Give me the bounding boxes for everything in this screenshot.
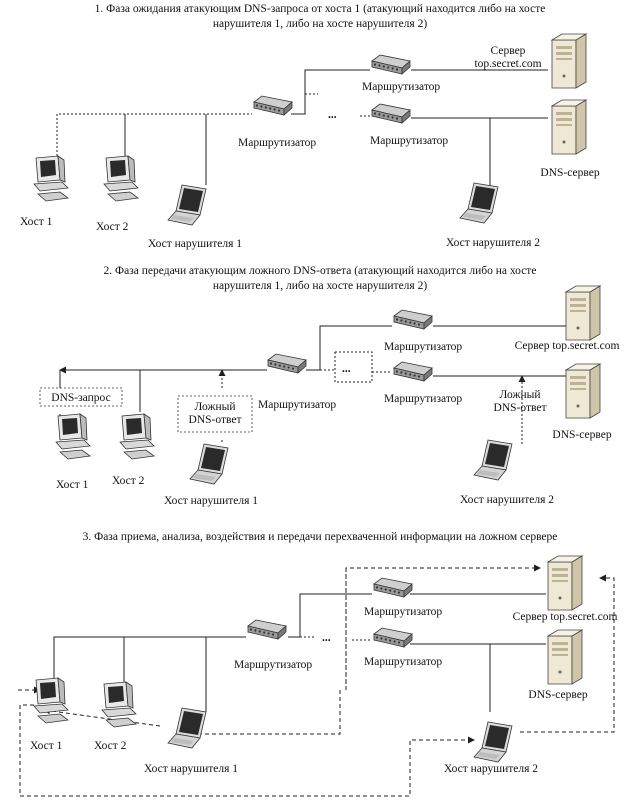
router-label: Маршрутизатор [384,341,462,353]
desktop-pc-icon [103,155,140,202]
router-label: Маршрутизатор [238,137,316,149]
router-icon [393,361,433,382]
router-icon [373,577,413,598]
host-label: Хост нарушителя 1 [144,763,238,775]
router-icon [371,103,411,124]
laptop-icon [459,182,499,224]
router-icon [371,54,411,75]
server-label: DNS-сервер [552,429,611,441]
connection-line [288,593,372,638]
desktop-pc-icon [33,155,70,202]
host-label: Хост 1 [20,216,53,228]
connection-line [53,636,246,680]
connection-line [334,351,373,383]
router-label: Маршрутизатор [364,606,442,618]
host-label: Хост нарушителя 2 [446,237,540,249]
laptop-icon [167,707,207,749]
server-icon [564,285,602,341]
ellipsis: ... [322,632,331,644]
host-label: Хост 2 [96,221,129,233]
laptop-icon [473,721,513,763]
connection-line [185,690,341,738]
router-label: Маршрутизатор [370,135,448,147]
connection-line [306,325,392,371]
router-label: Маршрутизатор [234,659,312,671]
router-icon [373,627,413,648]
host-label: Хост нарушителя 2 [460,494,554,506]
desktop-pc-icon [101,681,138,728]
server-label: Сервер top.secret.com [515,340,620,352]
panel-1: 1. Фаза ожидания атакующим DNS-запроса о… [20,3,600,250]
host-label: Хост нарушителя 1 [148,238,242,250]
host-label: Хост нарушителя 1 [164,495,258,507]
dns-request-box [39,387,123,407]
host-label: Хост нарушителя 2 [444,763,538,775]
router-icon [393,309,433,330]
dns-request-label: DNS-запрос [51,392,110,404]
desktop-pc-icon [119,413,156,460]
connection-line [304,93,318,114]
router-label: Маршрутизатор [384,393,462,405]
server-label: Сервер top.secret.com [513,611,618,623]
panel-caption: 2. Фаза передачи атакующим ложного DNS-о… [104,265,537,277]
connection-line [43,707,161,727]
router-label: Маршрутизатор [364,656,442,668]
host-label: Хост 2 [94,740,127,752]
server-icon [550,99,588,155]
server-icon [546,629,584,685]
server-label: DNS-сервер [540,167,599,179]
server-icon [564,363,602,419]
panel-caption: 3. Фаза приема, анализа, воздействия и п… [83,531,558,543]
server-icon [546,555,584,611]
panel-caption: нарушителя 1, либо на хосте нарушителя 2… [213,18,428,30]
host-label: Хост 1 [30,740,63,752]
ellipsis: ... [328,109,337,121]
connection-line [56,113,252,160]
laptop-icon [189,443,229,485]
panel-caption: 1. Фаза ожидания атакующим DNS-запроса о… [95,3,546,15]
connection-line [19,704,475,797]
fake-answer-box [177,395,253,433]
ellipsis: ... [342,363,351,375]
host-label: Хост 1 [56,479,89,491]
connection-line [520,574,615,733]
laptop-icon [167,184,207,226]
panel-2: 2. Фаза передачи атакующим ложного DNS-о… [39,265,620,507]
panel-caption: нарушителя 1, либо на хосте нарушителя 2… [213,280,428,292]
panel-3: 3. Фаза приема, анализа, воздействия и п… [18,531,618,797]
desktop-pc-icon [55,413,92,460]
router-icon [267,353,307,374]
laptop-icon [473,439,513,481]
router-label: Маршрутизатор [258,399,336,411]
connection-line [291,69,370,115]
host-label: Хост 2 [112,475,145,487]
server-icon [550,33,588,89]
desktop-pc-icon [33,677,70,724]
router-label: Маршрутизатор [362,81,440,93]
router-icon [247,619,287,640]
router-icon [253,95,293,116]
server-label: DNS-сервер [528,689,587,701]
